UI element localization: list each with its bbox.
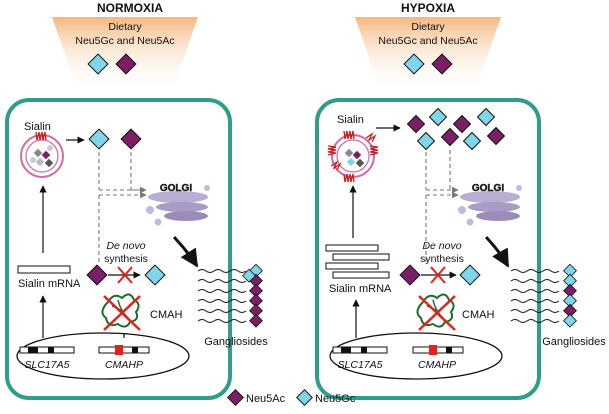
- neu5ac-diamond: [431, 53, 453, 75]
- golgi-label: GOLGI: [160, 183, 192, 194]
- lysosome: [20, 134, 64, 178]
- ganglioside-sialic-diamonds: [563, 263, 577, 328]
- neu5gc-diamond: [144, 264, 166, 286]
- gene-bar: [98, 346, 150, 354]
- legend: Neu5Ac Neu5Gc: [227, 389, 356, 406]
- neu5gc-diamond: [88, 128, 110, 150]
- inhibition-x-icon: [117, 266, 133, 284]
- synthesis-label: synthesis: [104, 253, 148, 265]
- gene-cmahp-label: CMAHP: [418, 359, 456, 371]
- dietary-label-line2: Neu5Gc and Neu5Ac: [75, 35, 174, 47]
- gangliosides-chains: [197, 269, 247, 323]
- legend-neu5gc-swatch: [296, 389, 313, 406]
- synthesis-label: synthesis: [420, 253, 464, 265]
- neu5ac-diamond: [86, 264, 108, 286]
- inhibition-x-icon: [418, 295, 456, 331]
- de-novo-label: De novo: [106, 240, 145, 252]
- mrna-bar: [17, 265, 71, 274]
- mrna-bars: [325, 244, 390, 279]
- nucleus: [16, 332, 190, 380]
- neu5ac-diamond: [120, 128, 142, 150]
- gene-cmahp-label: CMAHP: [105, 359, 143, 371]
- dietary-banner: [355, 17, 501, 92]
- golgi-icon: [458, 185, 522, 226]
- de-novo-label: De novo: [422, 240, 461, 252]
- golgi-icon: [146, 185, 210, 226]
- sialin-mrna-label: Sialin mRNA: [329, 283, 392, 295]
- legend-neu5ac-label: Neu5Ac: [246, 393, 286, 405]
- neu5gc-diamond: [403, 53, 425, 75]
- dietary-label-line2: Neu5Gc and Neu5Ac: [378, 35, 477, 47]
- dietary-label-line1: Dietary: [108, 21, 142, 33]
- gene-slc17a5-label: SLC17A5: [338, 359, 383, 371]
- nucleus: [329, 332, 503, 380]
- panel-title: NORMOXIA: [97, 1, 163, 15]
- sialin-transporter-icon: [35, 131, 47, 141]
- sialin-label: Sialin: [24, 121, 51, 133]
- ganglioside-sialic-diamonds: [242, 263, 263, 328]
- sialin-transporter-icon: [327, 130, 379, 183]
- gene-bar: [19, 346, 75, 354]
- neu5ac-diamond: [399, 264, 421, 286]
- dietary-label-line1: Dietary: [411, 21, 445, 33]
- panel-hypoxia: HYPOXIA Dietary Neu5Gc and Neu5Ac Sialin: [315, 1, 606, 400]
- sialin-mrna-label: Sialin mRNA: [18, 278, 81, 290]
- inhibition-x-icon: [103, 295, 141, 331]
- sialin-label: Sialin: [337, 114, 364, 126]
- gene-bar: [332, 346, 388, 354]
- cmah-label: CMAH: [462, 309, 494, 321]
- legend-neu5ac-swatch: [227, 389, 244, 406]
- legend-neu5gc-label: Neu5Gc: [315, 393, 356, 405]
- gene-bar: [412, 346, 464, 354]
- panel-normoxia: NORMOXIA Dietary Neu5Gc and Neu5Ac Siali…: [5, 1, 268, 400]
- cell-membrane: [315, 98, 541, 400]
- panel-title: HYPOXIA: [401, 1, 455, 15]
- cmah-label: CMAH: [150, 309, 182, 321]
- neu5gc-diamond: [87, 53, 109, 75]
- sialic-acid-cluster: [406, 107, 506, 151]
- neu5gc-diamond: [459, 264, 481, 286]
- gene-slc17a5-label: SLC17A5: [25, 359, 70, 371]
- cell-membrane: [5, 98, 232, 400]
- golgi-label: GOLGI: [472, 183, 504, 194]
- gangliosides-label: Gangliosides: [204, 336, 268, 348]
- gangliosides-chains: [510, 269, 560, 323]
- inhibition-x-icon: [430, 266, 446, 284]
- neu5ac-diamond: [115, 53, 137, 75]
- gangliosides-label: Gangliosides: [542, 336, 606, 348]
